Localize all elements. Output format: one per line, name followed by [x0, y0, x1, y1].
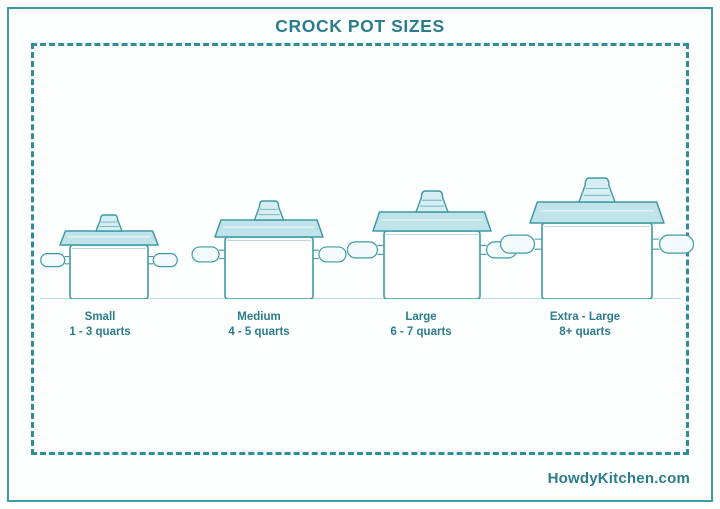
page-title: CROCK POT SIZES — [275, 16, 445, 36]
pot-large — [327, 181, 537, 299]
brand-watermark: HowdyKitchen.com — [547, 470, 690, 487]
pot-size-name-medium: Medium — [237, 311, 281, 323]
pot-size-name-large: Large — [405, 311, 437, 323]
pot-size-name-small: Small — [84, 311, 116, 323]
crock-pot-icon — [191, 200, 347, 299]
pot-capacity-large: 6 - 7 quarts — [390, 326, 452, 338]
pot-caption-medium: Medium 4 - 5 quarts — [202, 310, 316, 340]
pot-small — [14, 205, 204, 299]
pot-capacity-extra-large: 8+ quarts — [559, 326, 611, 338]
pot-extra-large — [484, 168, 710, 299]
pot-caption-large: Large 6 - 7 quarts — [364, 310, 478, 340]
pot-size-name-extra-large: Extra - Large — [549, 311, 621, 323]
crock-pot-icon — [346, 190, 518, 299]
pot-caption-extra-large: Extra - Large 8+ quarts — [516, 310, 654, 340]
crock-pot-icon — [499, 177, 695, 299]
crock-pot-icon — [40, 214, 178, 299]
pot-medium — [169, 191, 369, 299]
pot-capacity-medium: 4 - 5 quarts — [228, 326, 290, 338]
pot-capacity-small: 1 - 3 quarts — [69, 326, 131, 338]
pot-caption-small: Small 1 - 3 quarts — [44, 310, 156, 340]
shelf-line — [40, 298, 681, 299]
